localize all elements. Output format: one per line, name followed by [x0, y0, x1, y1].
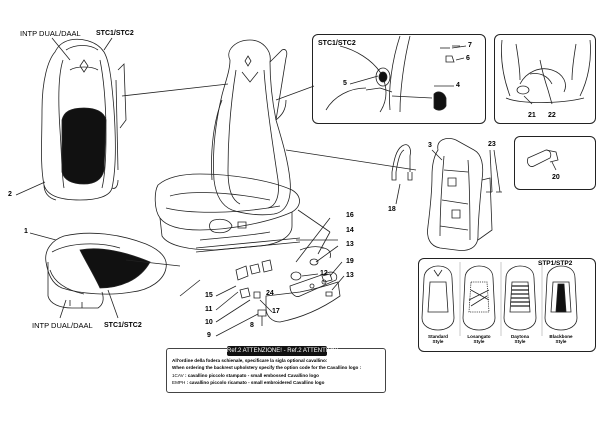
callout-2: 2	[8, 191, 12, 198]
stc-top-label: STC1/STC2	[96, 30, 134, 37]
detail-20-part	[527, 149, 559, 167]
stc-panel-label: STC1/STC2	[318, 40, 356, 47]
callout-12: 12	[320, 270, 328, 277]
cushion-cover-part	[45, 232, 167, 309]
stp-panel-label: STP1/STP2	[538, 260, 573, 267]
styles-panel	[418, 258, 596, 352]
note-line-4: EMPH : cavallino piccolo ricamato - smal…	[172, 380, 325, 385]
callout-5: 5	[343, 80, 347, 87]
callout-13-a: 13	[346, 241, 354, 248]
callout-19: 19	[346, 258, 354, 265]
style-thumbnails	[421, 262, 578, 336]
callout-9: 9	[207, 332, 211, 339]
callout-14: 14	[346, 227, 354, 234]
callout-4: 4	[456, 82, 460, 89]
style-losangato: Losangato Style	[460, 334, 498, 344]
callout-16: 16	[346, 212, 354, 219]
stc-detail-panel	[312, 34, 486, 124]
callout-21: 21	[528, 112, 536, 119]
stc-detail-part	[325, 35, 460, 113]
style-standard-line1: Standard	[428, 334, 448, 339]
thumb-losangato	[462, 265, 496, 331]
intp-top-label: INTP DUAL/DAAL	[20, 29, 81, 38]
callout-18: 18	[388, 206, 396, 213]
intp-bottom-label: INTP DUAL/DAAL	[32, 321, 93, 330]
callout-3: 3	[428, 142, 432, 149]
callout-7: 7	[468, 42, 472, 49]
style-blackbone-line2: Style	[555, 339, 567, 344]
backrest-cover-part	[41, 38, 127, 201]
thumb-standard	[421, 265, 455, 331]
callout-24: 24	[266, 290, 274, 297]
main-seat-part	[154, 39, 301, 253]
stc-bottom-label: STC1/STC2	[104, 322, 142, 329]
thumb-daytona	[503, 265, 537, 331]
style-daytona-line2: Style	[514, 339, 526, 344]
note-header: Ref.2 ATTENZIONE! - Ref.2 ATTENTION!	[227, 346, 339, 356]
detail-21-22-part	[501, 39, 591, 103]
adjustment-parts	[235, 246, 341, 323]
detail-20-panel	[514, 136, 596, 190]
note-line-3: 1CAV : cavallino piccolo stampato - smal…	[172, 373, 319, 378]
style-blackbone-line1: Blackbone	[549, 334, 573, 339]
style-losangato-line2: Style	[473, 339, 485, 344]
callout-20: 20	[552, 174, 560, 181]
callout-8: 8	[250, 322, 254, 329]
style-daytona: Daytona Style	[501, 334, 539, 344]
attention-note: Ref.2 ATTENZIONE! - Ref.2 ATTENTION! All…	[166, 346, 386, 393]
style-standard: Standard Style	[419, 334, 457, 344]
style-daytona-line1: Daytona	[510, 334, 530, 339]
callout-6: 6	[466, 55, 470, 62]
style-blackbone: Blackbone Style	[542, 334, 580, 344]
thumb-blackbone	[544, 265, 578, 331]
note-line-1: All'ordine della fodera schienale, speci…	[172, 358, 328, 363]
bracket-18-part	[391, 144, 413, 181]
callout-22: 22	[548, 112, 556, 119]
callout-17: 17	[272, 308, 280, 315]
note-line-2: When ordering the backrest upholstery sp…	[172, 365, 362, 370]
callout-10: 10	[205, 319, 213, 326]
callout-11: 11	[205, 306, 213, 313]
callout-13-b: 13	[346, 272, 354, 279]
style-losangato-line1: Losangato	[467, 334, 491, 339]
callout-23: 23	[488, 141, 496, 148]
detail-21-22-panel	[494, 34, 596, 124]
callout-1: 1	[24, 228, 28, 235]
style-standard-line2: Style	[432, 339, 444, 344]
callout-15: 15	[205, 292, 213, 299]
backrest-frame-part	[427, 138, 493, 251]
